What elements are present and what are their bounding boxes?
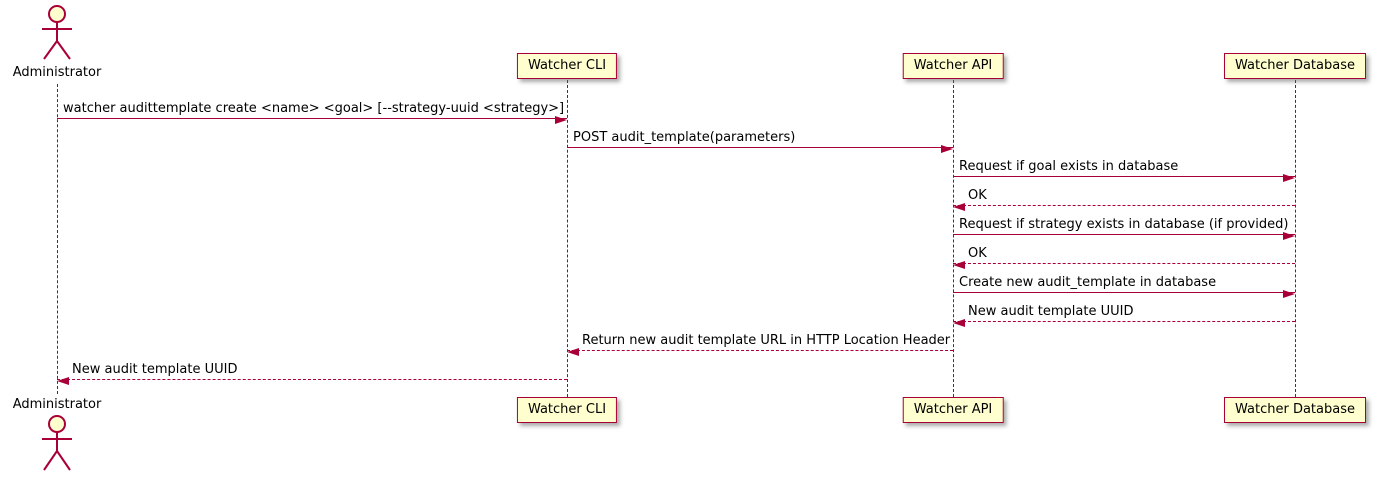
lifeline-watcher-database	[1295, 80, 1296, 397]
solid-arrow-line	[953, 290, 1295, 298]
arrowhead-left-icon	[953, 261, 965, 269]
participant-label: Watcher CLI	[527, 402, 607, 417]
dashed-arrow-line	[953, 261, 1295, 269]
message-label: watcher audittemplate create <name> <goa…	[63, 101, 565, 116]
participant-label: Watcher Database	[1235, 58, 1355, 73]
arrowhead-left-icon	[953, 319, 965, 327]
participant-label: Watcher Database	[1235, 402, 1355, 417]
message-post-audit-template: POST audit_template(parameters)	[567, 130, 953, 153]
actor-icon	[42, 415, 72, 471]
message-return-url-location-header: Return new audit template URL in HTTP Lo…	[567, 333, 953, 356]
lifeline-watcher-api	[953, 80, 954, 397]
actor-label-administrator-top: Administrator	[12, 65, 102, 80]
arrowhead-left-icon	[57, 377, 69, 385]
arrowhead-left-icon	[567, 348, 579, 356]
arrowhead-right-icon	[941, 145, 953, 153]
participant-watcher-database-top: Watcher Database	[1224, 53, 1366, 79]
message-label: OK	[968, 246, 987, 261]
message-label: Request if strategy exists in database (…	[959, 217, 1289, 232]
message-label: Return new audit template URL in HTTP Lo…	[582, 333, 951, 348]
participant-watcher-api-bottom: Watcher API	[902, 397, 1004, 423]
arrowhead-right-icon	[1283, 174, 1295, 182]
message-ok-goal: OK	[953, 188, 1295, 211]
message-create-audit-template-db: Create new audit_template in database	[953, 275, 1295, 298]
message-label: Create new audit_template in database	[959, 275, 1217, 290]
dashed-arrow-line	[953, 203, 1295, 211]
actor-icon	[42, 5, 72, 60]
dashed-arrow-line	[57, 377, 567, 385]
message-ok-strategy: OK	[953, 246, 1295, 269]
message-request-goal-exists: Request if goal exists in database	[953, 159, 1295, 182]
message-label: OK	[968, 188, 987, 203]
participant-watcher-cli-bottom: Watcher CLI	[516, 397, 618, 423]
arrowhead-right-icon	[1283, 290, 1295, 298]
message-label: New audit template UUID	[72, 362, 238, 377]
message-label: POST audit_template(parameters)	[573, 130, 796, 145]
solid-arrow-line	[953, 232, 1295, 240]
participant-watcher-cli-top: Watcher CLI	[516, 53, 618, 79]
actor-label-administrator-bottom: Administrator	[12, 397, 102, 412]
participant-label: Watcher CLI	[527, 58, 607, 73]
dashed-arrow-line	[953, 319, 1295, 327]
participant-label: Watcher API	[913, 402, 993, 417]
message-label: Request if goal exists in database	[959, 159, 1179, 174]
participant-watcher-api-top: Watcher API	[902, 53, 1004, 79]
message-label: New audit template UUID	[968, 304, 1134, 319]
solid-arrow-line	[567, 145, 953, 153]
message-new-uuid-from-db: New audit template UUID	[953, 304, 1295, 327]
participant-label: Watcher API	[913, 58, 993, 73]
lifeline-administrator	[57, 84, 58, 394]
lifeline-watcher-cli	[567, 80, 568, 397]
solid-arrow-line	[953, 174, 1295, 182]
dashed-arrow-line	[567, 348, 953, 356]
message-new-uuid-to-admin: New audit template UUID	[57, 362, 567, 385]
arrowhead-right-icon	[1283, 232, 1295, 240]
message-request-strategy-exists: Request if strategy exists in database (…	[953, 217, 1295, 240]
solid-arrow-line	[57, 116, 567, 124]
arrowhead-left-icon	[953, 203, 965, 211]
message-create-audittemplate-cli: watcher audittemplate create <name> <goa…	[57, 101, 567, 124]
arrowhead-right-icon	[555, 116, 567, 124]
participant-watcher-database-bottom: Watcher Database	[1224, 397, 1366, 423]
